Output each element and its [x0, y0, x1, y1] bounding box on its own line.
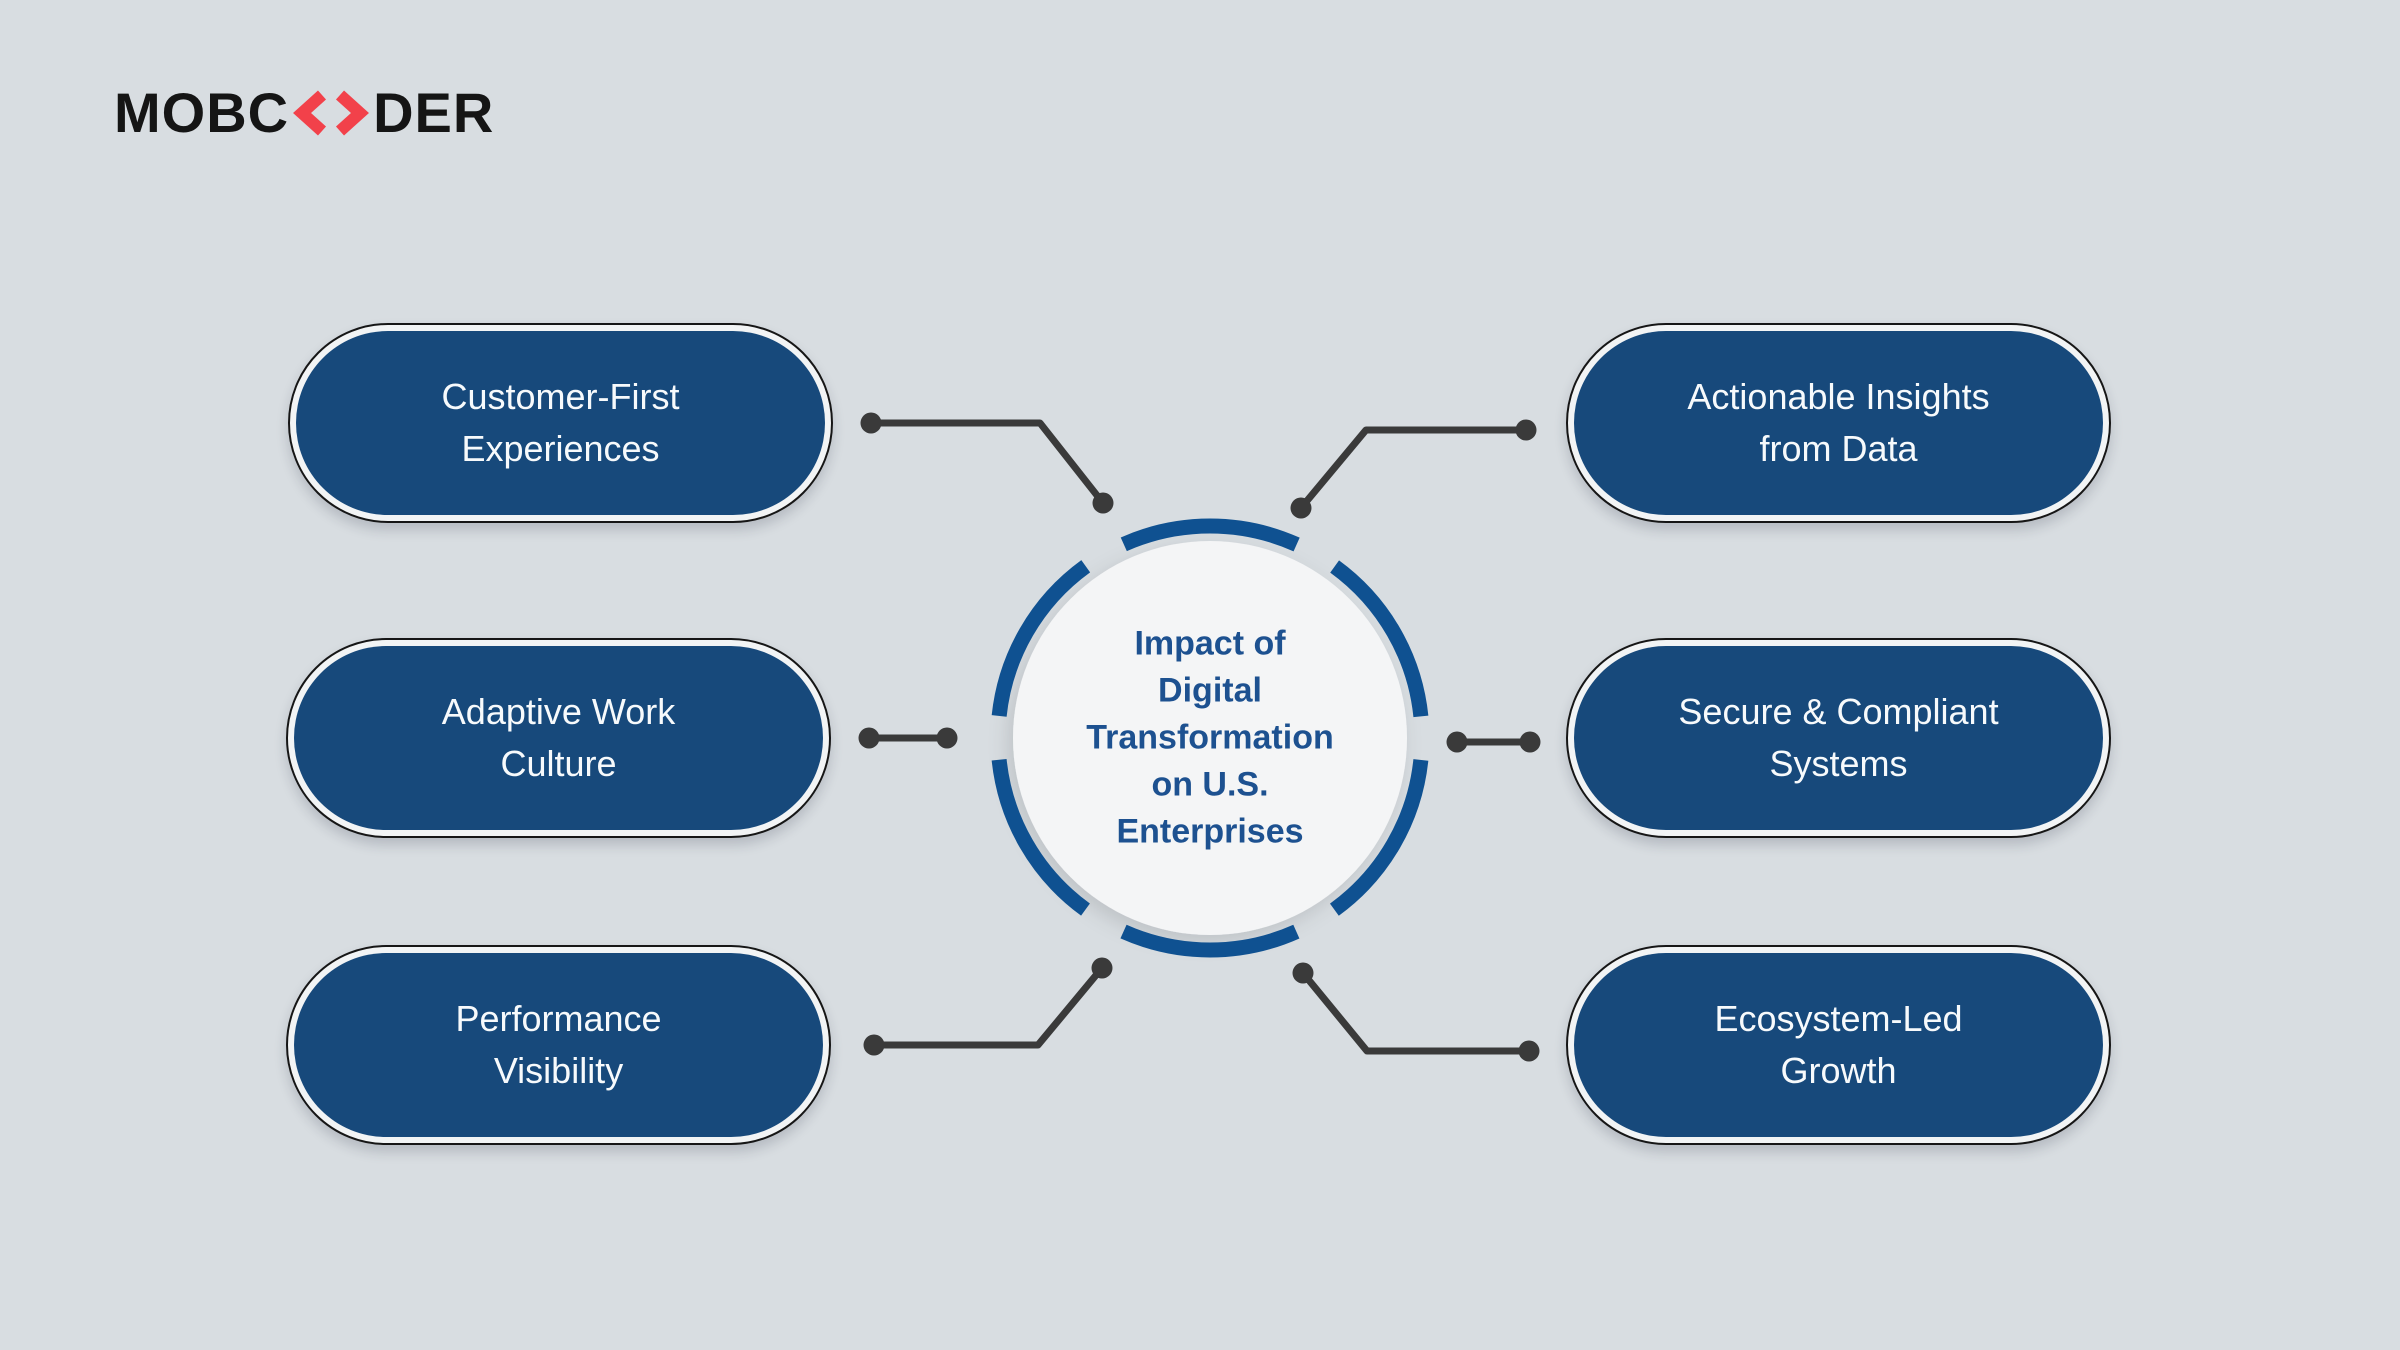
- node-label-line: Experiences: [461, 428, 660, 469]
- node-label-line: Performance: [455, 998, 662, 1039]
- mobcoder-logo: MOBC DER: [114, 80, 494, 145]
- center-dashed-ring: [990, 518, 1430, 958]
- node-secure-compliant-systems: Secure & Compliant Systems: [1566, 638, 2111, 838]
- center-title-line: Digital: [1158, 671, 1262, 710]
- connector-bottom-left: [863, 957, 1113, 1056]
- node-actionable-insights-from-data: Actionable Insights from Data: [1566, 323, 2111, 523]
- node-label-line: Actionable Insights: [1687, 376, 1990, 417]
- node-ecosystem-led-growth: Ecosystem-Led Growth: [1566, 945, 2111, 1145]
- center-title-line: Enterprises: [1116, 812, 1304, 851]
- node-label-line: from Data: [1759, 428, 1918, 469]
- node-performance-visibility: Performance Visibility: [286, 945, 831, 1145]
- center-title-line: Impact of: [1134, 624, 1286, 663]
- node-label-line: Adaptive Work: [441, 691, 676, 732]
- connector-middle-left: [858, 727, 958, 749]
- logo-text-after: DER: [373, 81, 495, 144]
- connector-middle-right: [1446, 731, 1541, 753]
- node-customer-first-experiences: Customer-First Experiences: [288, 323, 833, 523]
- node-label: Performance Visibility: [294, 953, 823, 1137]
- node-label: Actionable Insights from Data: [1574, 331, 2103, 515]
- logo-text-before: MOBC: [114, 81, 290, 144]
- center-title-line: on U.S.: [1151, 765, 1269, 804]
- node-label-line: Visibility: [493, 1050, 624, 1091]
- connector-top-left: [860, 412, 1114, 514]
- center-title-line: Transformation: [1086, 718, 1334, 757]
- node-adaptive-work-culture: Adaptive Work Culture: [286, 638, 831, 838]
- node-label-line: Growth: [1780, 1050, 1897, 1091]
- node-label-line: Customer-First: [441, 376, 680, 417]
- node-label-line: Ecosystem-Led: [1714, 998, 1963, 1039]
- node-label: Customer-First Experiences: [296, 331, 825, 515]
- center-title: Impact of Digital Transformation on U.S.…: [1000, 621, 1420, 856]
- center-circle-fill: [1013, 541, 1407, 935]
- node-label-line: Systems: [1769, 743, 1908, 784]
- connector-bottom-right: [1292, 962, 1540, 1062]
- node-label: Secure & Compliant Systems: [1574, 646, 2103, 830]
- code-brackets-icon: [292, 90, 370, 136]
- node-label-line: Culture: [500, 743, 617, 784]
- node-label: Ecosystem-Led Growth: [1574, 953, 2103, 1137]
- node-label: Adaptive Work Culture: [294, 646, 823, 830]
- node-label-line: Secure & Compliant: [1678, 691, 1999, 732]
- connector-top-right: [1290, 419, 1537, 519]
